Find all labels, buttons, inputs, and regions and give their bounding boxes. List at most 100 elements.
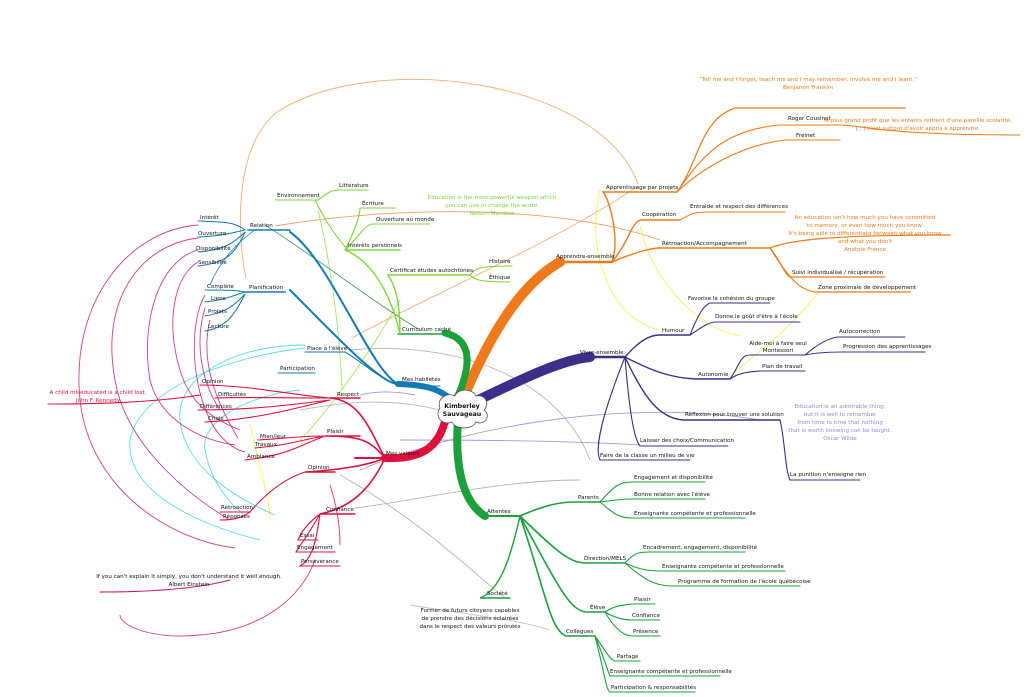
- node-plan-complete[interactable]: Complète: [207, 283, 235, 290]
- arc-yellow-left: [249, 424, 271, 521]
- node-respect-choix[interactable]: Choix: [208, 416, 224, 422]
- arc-magenta-4: [172, 261, 241, 431]
- node-rel-disponibilite[interactable]: Disponibilité: [196, 245, 231, 252]
- quote-france-1: An education isn't how much you have com…: [795, 215, 936, 221]
- node-cooperation[interactable]: Coopération: [642, 211, 677, 218]
- quote-wilde-2: but it is well to remember: [804, 412, 877, 418]
- quote-lines: [47, 394, 231, 593]
- node-litterature[interactable]: Littérature: [339, 182, 369, 189]
- node-ethique[interactable]: Éthique: [489, 273, 511, 281]
- node-confiance[interactable]: Confiance: [326, 507, 354, 513]
- lines-mes-valeurs: [197, 384, 386, 567]
- node-gout-ecole[interactable]: Donne le goût d'être à l'école: [715, 313, 798, 320]
- node-reflexion[interactable]: Réflexion pour trouver une solution: [685, 411, 784, 418]
- node-faire-classe[interactable]: Faire de la classe un milieu de vie: [600, 453, 695, 459]
- node-opinion[interactable]: Opinion: [308, 465, 330, 471]
- arc-magenta-3: [147, 249, 236, 446]
- node-parents-relation[interactable]: Bonne relation avec l'élève: [634, 491, 711, 498]
- quote-einstein-1: If you can't explain it simply, you don'…: [96, 574, 282, 580]
- node-roger-cousinet[interactable]: Roger Cousinet: [788, 116, 831, 122]
- node-environnement[interactable]: Environnement: [277, 193, 321, 199]
- node-mes-habiletes[interactable]: Mes habiletés: [402, 376, 441, 383]
- node-collegues-competente[interactable]: Enseignante compétente et professionnell…: [610, 668, 732, 675]
- node-interets-personnels[interactable]: Intérêts personnels: [348, 242, 402, 249]
- node-attentes[interactable]: Attentes: [487, 509, 511, 515]
- node-autonomie[interactable]: Autonomie: [698, 372, 729, 378]
- node-eleve-confiance[interactable]: Confiance: [632, 613, 660, 619]
- node-relation[interactable]: Relation: [250, 223, 273, 229]
- arc-grey-humour: [349, 348, 591, 461]
- node-respect-opinion[interactable]: Opinion: [202, 379, 224, 385]
- node-freinet[interactable]: Freinet: [796, 133, 816, 139]
- node-apprendre-ensemble[interactable]: Apprendre-ensemble: [556, 254, 615, 260]
- node-direction-mels[interactable]: Direction/MELS: [584, 556, 627, 562]
- node-respect-difficultes[interactable]: Difficultés: [218, 391, 246, 398]
- node-rel-interet[interactable]: Intérêt: [200, 214, 219, 221]
- node-parents-engagement[interactable]: Engagement et disponibilité: [634, 474, 713, 481]
- node-eleve-presence[interactable]: Présence: [633, 628, 659, 635]
- node-plaisir-mien[interactable]: Mien/leur: [260, 434, 287, 440]
- node-parents[interactable]: Parents: [578, 495, 599, 501]
- node-zone-proximale[interactable]: Zone proximale de développement: [818, 284, 917, 291]
- node-rel-ouverture[interactable]: Ouverture: [198, 231, 227, 237]
- node-societe[interactable]: Société: [487, 590, 508, 597]
- node-collegues[interactable]: Collègues: [566, 628, 593, 635]
- node-essai[interactable]: Essai: [300, 533, 315, 539]
- node-curriculum-cache[interactable]: Curriculum caché: [402, 326, 452, 333]
- node-engagement[interactable]: Engagement: [297, 545, 333, 551]
- node-mes-valeurs[interactable]: Mes valeurs: [386, 451, 420, 457]
- node-collegues-partage[interactable]: Partage: [617, 654, 639, 660]
- node-apprentissage-projets[interactable]: Apprentissage par projets: [606, 185, 678, 191]
- node-humour[interactable]: Humour: [662, 328, 685, 334]
- node-retroaction[interactable]: Rétroaction: [221, 504, 254, 511]
- node-plan-liens[interactable]: Liens: [211, 296, 226, 302]
- quote-mandela-1: Education is the most powerful weapon wh…: [428, 195, 557, 201]
- node-vivre-ensemble[interactable]: Vivre-ensemble: [580, 350, 624, 356]
- node-plaisir-travaux[interactable]: Travaux: [254, 442, 278, 448]
- node-place-eleve[interactable]: Place à l'élève: [307, 345, 348, 352]
- node-plan-travail[interactable]: Plan de travail: [762, 364, 803, 370]
- node-plaisir[interactable]: Plaisir: [327, 429, 344, 435]
- node-perseverance[interactable]: Persévérance: [301, 558, 339, 565]
- node-rel-sensibilite[interactable]: Sensibilité: [198, 259, 227, 266]
- node-histoire[interactable]: Histoire: [489, 259, 511, 265]
- node-direction-programme[interactable]: Programme de formation de l'école québéc…: [678, 578, 811, 585]
- quote-france-4: and what you don't: [838, 239, 893, 245]
- arc-darkgreen-relation: [264, 224, 421, 331]
- node-direction-encadrement[interactable]: Encadrement, engagement, disponibilité: [643, 544, 758, 551]
- node-parents-competente[interactable]: Enseignante compétente et professionnell…: [634, 510, 756, 517]
- node-plan-projets[interactable]: Projets: [208, 309, 227, 315]
- node-punition[interactable]: La punition n'enseigne rien: [790, 472, 867, 478]
- lines-vivre: [588, 302, 926, 481]
- node-eleve-plaisir[interactable]: Plaisir: [634, 597, 651, 603]
- node-respect-differences[interactable]: Différences: [200, 403, 232, 410]
- node-respect[interactable]: Respect: [337, 392, 360, 398]
- node-certificat[interactable]: Certificat études autochtones: [390, 267, 473, 274]
- node-planification[interactable]: Planification: [249, 285, 284, 291]
- node-eleve[interactable]: Élève: [590, 603, 606, 611]
- center-node[interactable]: Kimberley Sauvageau: [437, 389, 488, 429]
- node-collegues-participation[interactable]: Participation & responsabilités: [611, 684, 696, 691]
- node-autocorrection[interactable]: Autocorrection: [839, 329, 881, 335]
- quote-wilde-3: from time to time that nothing: [797, 420, 883, 426]
- node-montessori[interactable]: Montessori: [763, 348, 794, 354]
- node-plan-lecture[interactable]: Lecture: [208, 324, 229, 330]
- quote-franklin-1: "Tell me and I forget, teach me and I ma…: [699, 77, 917, 83]
- node-ecriture[interactable]: Écriture: [362, 199, 384, 207]
- node-direction-competente[interactable]: Enseignante compétente et professionnell…: [662, 563, 784, 570]
- arc-purple-laisser: [399, 439, 641, 446]
- node-laisser-choix[interactable]: Laisser des choix/Communication: [640, 438, 734, 444]
- node-cohesion[interactable]: Favorise la cohésion du groupe: [688, 295, 775, 302]
- node-aide-moi[interactable]: Aide-moi à faire seul: [749, 340, 807, 347]
- node-retroaction-accompagnement[interactable]: Rétroaction/Accompagnement: [662, 240, 748, 247]
- quote-mandela-2: you can use to change the world.: [445, 203, 539, 209]
- node-entraide[interactable]: Entraide et respect des différences: [690, 203, 788, 210]
- node-plaisir-ambiance[interactable]: Ambiance: [247, 454, 275, 460]
- quote-wilde-4: that is worth knowing can be taught.: [788, 428, 891, 434]
- node-ouverture-monde[interactable]: Ouverture au monde: [376, 217, 435, 223]
- node-participation[interactable]: Participation: [280, 366, 315, 372]
- node-suivi-individualise[interactable]: Suivi individualisé / récupération: [792, 269, 884, 276]
- arc-magenta-8: [119, 559, 316, 637]
- node-progression[interactable]: Progression des apprentissages: [843, 344, 932, 350]
- node-reponses[interactable]: Réponses: [223, 513, 250, 520]
